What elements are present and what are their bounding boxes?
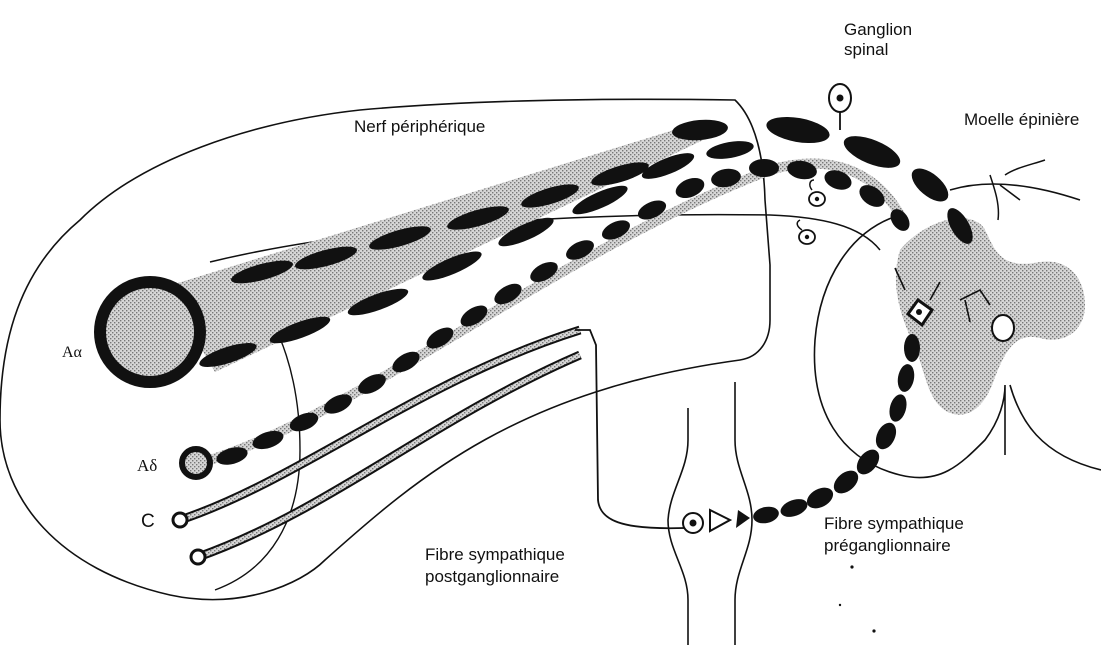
label-fibre-pre-2: préganglionnaire [824, 536, 951, 555]
label-ganglion-spinal-2: spinal [844, 40, 888, 59]
label-nerf-peripherique: Nerf périphérique [354, 117, 485, 136]
label-a-alpha: Aα [62, 344, 83, 361]
label-a-delta: Aδ [137, 456, 157, 475]
label-fibre-post-2: postganglionnaire [425, 567, 559, 586]
synapse [710, 510, 730, 531]
dorsal-root [990, 160, 1045, 220]
label-fibre-post-1: Fibre sympathique [425, 545, 565, 564]
postganglionic-fiber [575, 330, 685, 528]
a-delta-cross-section [182, 449, 210, 477]
label-moelle-epiniere: Moelle épinière [964, 110, 1079, 129]
label-c: C [141, 511, 155, 532]
preganglionic-arrow [736, 510, 750, 528]
c-fiber-cross-section-2 [191, 550, 205, 564]
preganglionic-fiber [752, 334, 920, 526]
label-fibre-pre-1: Fibre sympathique [824, 514, 964, 533]
label-ganglion-spinal-1: Ganglion [844, 20, 912, 39]
c-fiber-cross-section-1 [173, 513, 187, 527]
a-alpha-cross-section [100, 282, 200, 382]
central-canal [992, 315, 1014, 341]
